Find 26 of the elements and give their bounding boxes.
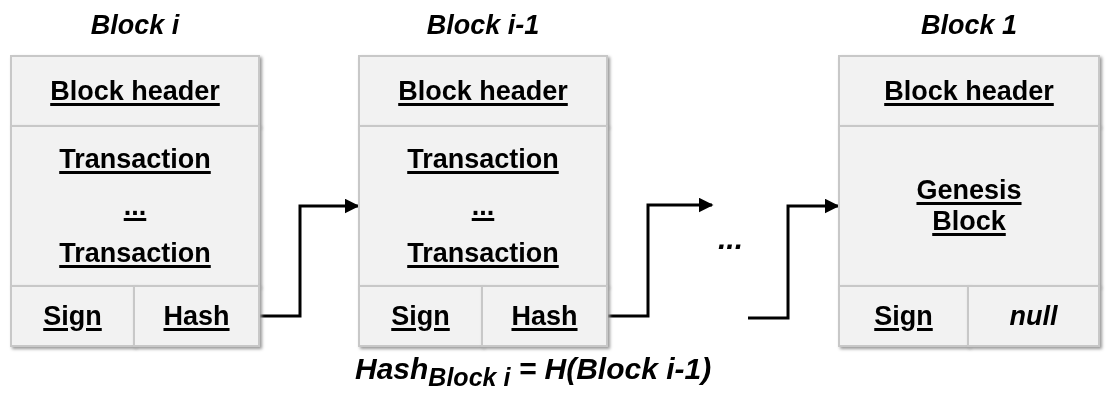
hash-cell: Hash: [133, 285, 260, 347]
hash-cell: Hash: [481, 285, 608, 347]
transaction-text: ...: [471, 190, 495, 222]
block-title: Block i-1: [425, 10, 541, 41]
formula: Hash$_{Block i}$ = H(Block i-1): [355, 352, 712, 392]
sign-cell: Sign: [838, 285, 969, 347]
ellipsis-text: ...: [718, 222, 743, 256]
transaction-text: Transaction: [407, 143, 559, 175]
header-cell: Block header: [358, 55, 608, 127]
sign-cell: Sign: [358, 285, 483, 347]
header-cell: Block header: [838, 55, 1100, 127]
block-title: Block 1: [919, 10, 1018, 41]
arrow: [260, 198, 360, 318]
transaction-text: ...: [123, 190, 147, 222]
transactions-panel: [358, 125, 608, 287]
transaction-text: Transaction: [59, 143, 211, 175]
genesis-cell: Genesis Block: [838, 125, 1100, 287]
header-cell: Block header: [10, 55, 260, 127]
transaction-text: Transaction: [407, 237, 559, 269]
transaction-text: Transaction: [59, 237, 211, 269]
transactions-panel: [10, 125, 260, 287]
hash-cell: null: [967, 285, 1100, 347]
arrow: [748, 198, 840, 320]
sign-cell: Sign: [10, 285, 135, 347]
block-title: Block i: [89, 10, 181, 41]
arrow: [608, 197, 714, 318]
